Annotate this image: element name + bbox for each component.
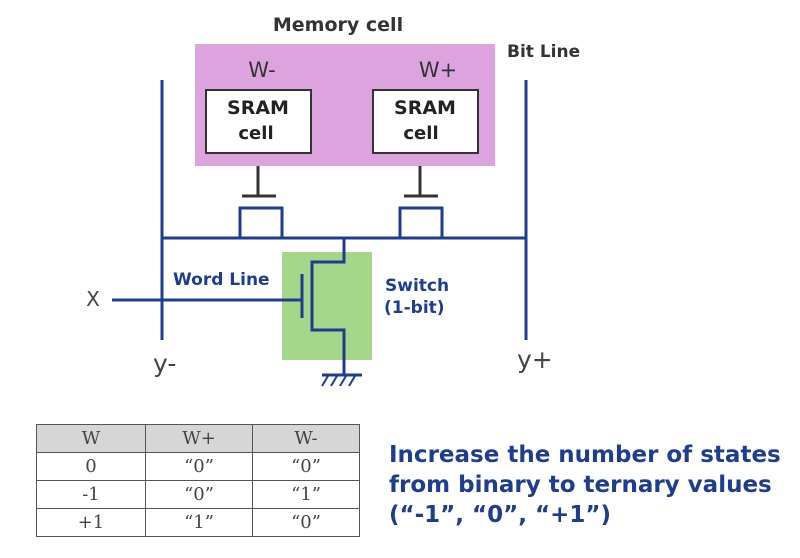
table-row: -1 “0” “1” [36, 480, 360, 509]
sram-left-line1: SRAM [227, 97, 289, 119]
sram-left-line2: cell [238, 123, 273, 144]
caption: Increase the number of states from binar… [389, 440, 781, 530]
table-header-cell: W- [252, 424, 360, 453]
table-row: +1 “1” “0” [36, 508, 360, 537]
table-cell: “1” [145, 508, 253, 537]
caption-line1: Increase the number of states [389, 442, 781, 468]
table-cell: “0” [145, 480, 253, 509]
table-cell: “0” [252, 452, 360, 481]
table-cell: “0” [145, 452, 253, 481]
caption-line3: (“-1”, “0”, “+1”) [389, 502, 612, 528]
memory-cell-title: Memory cell [273, 14, 403, 36]
switch-label-line1: Switch [385, 276, 449, 296]
w-plus-label: W+ [419, 58, 457, 82]
truth-table: W W+ W- 0 “0” “0” -1 “0” “1” +1 “1” “0” [36, 424, 360, 537]
table-cell: 0 [36, 452, 146, 481]
table-header-cell: W [36, 424, 146, 453]
switch-label-line2: (1-bit) [384, 298, 445, 318]
table-cell: -1 [36, 480, 146, 509]
sram-right-line2: cell [403, 123, 438, 144]
switch-transistor [310, 238, 346, 375]
y-minus-label: y- [153, 349, 176, 378]
sram-cell-right [372, 89, 479, 154]
word-line-label: Word Line [173, 270, 270, 290]
sram-cell-left [205, 89, 312, 154]
caption-line2: from binary to ternary values [389, 472, 772, 498]
y-plus-label: y+ [517, 345, 553, 374]
table-cell: +1 [36, 508, 146, 537]
table-row: 0 “0” “0” [36, 452, 360, 481]
x-input-label: X [86, 287, 100, 311]
table-header-row: W W+ W- [36, 424, 360, 453]
transistor-right [344, 206, 526, 240]
switch-region [282, 252, 372, 360]
w-minus-label: W- [248, 58, 276, 82]
table-header-cell: W+ [145, 424, 253, 453]
sram-right-line1: SRAM [394, 97, 456, 119]
bit-line-label: Bit Line [507, 42, 580, 62]
table-cell: “0” [252, 508, 360, 537]
circuit-diagram: Memory cell Bit Line W- W+ SRAM cell SRA… [86, 14, 580, 387]
wires [112, 80, 528, 377]
transistor-left [162, 206, 344, 240]
table-cell: “1” [252, 480, 360, 509]
ground-icon [321, 375, 356, 387]
gate-stubs [242, 166, 438, 198]
